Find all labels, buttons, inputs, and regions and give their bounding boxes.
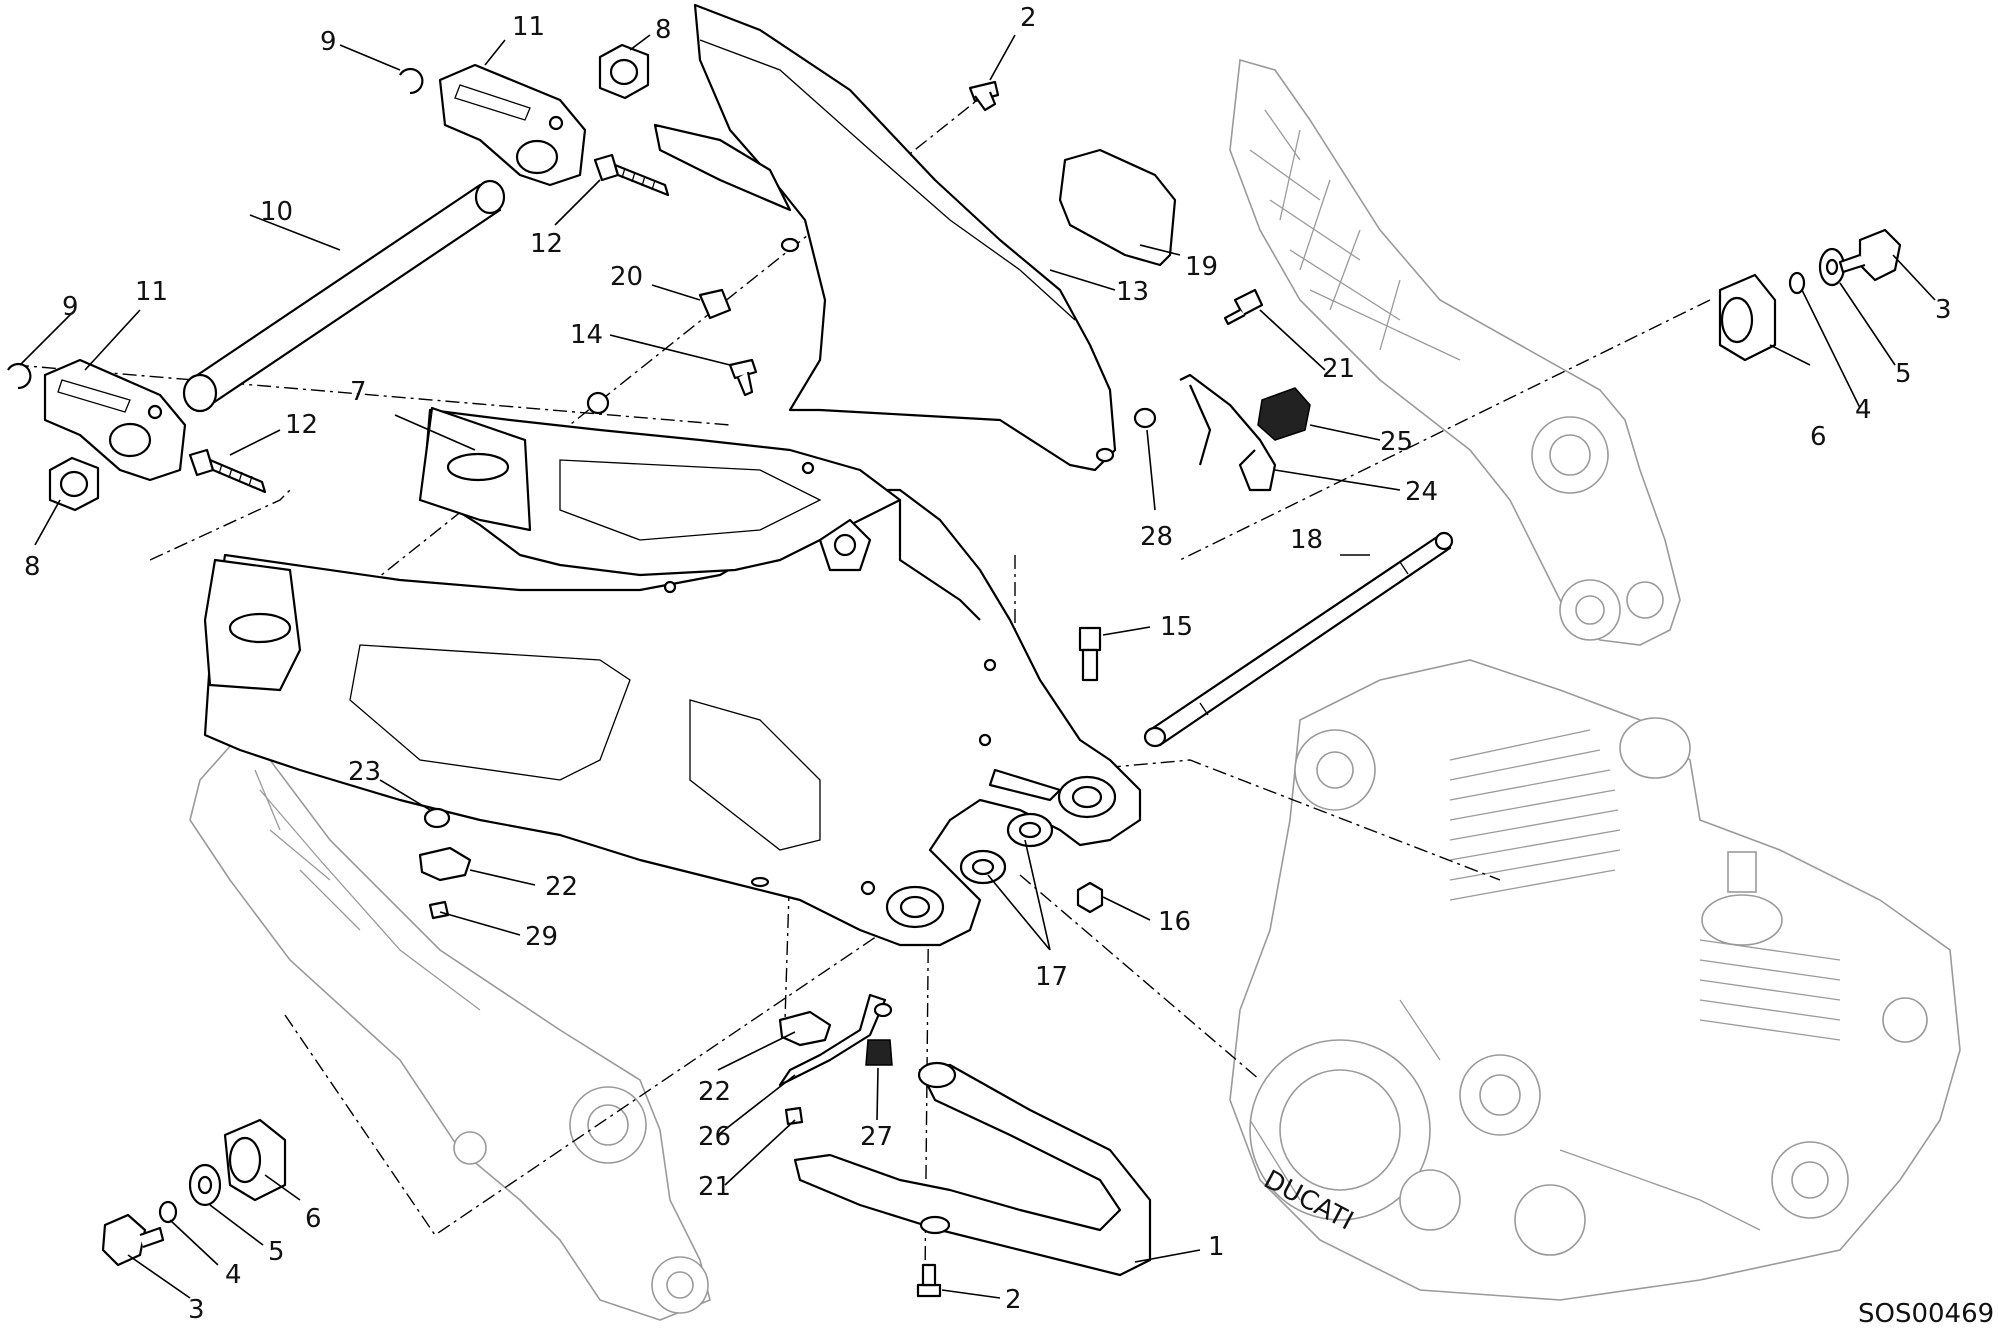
bolt-15 xyxy=(1078,626,1102,682)
callout-9-bottom: 9 xyxy=(62,292,79,322)
clip-nut xyxy=(698,288,732,320)
callout-20: 20 xyxy=(610,262,643,292)
screw-21-bottom xyxy=(784,1106,804,1126)
callout-11-top: 11 xyxy=(512,12,545,42)
plate-holder xyxy=(1058,148,1177,267)
callout-2-bottom: 2 xyxy=(1005,1285,1022,1315)
bracket-26 xyxy=(778,993,893,1087)
callout-8-bottom: 8 xyxy=(24,552,41,582)
adjuster-screw-top xyxy=(593,153,670,197)
callout-12-bottom: 12 xyxy=(285,410,318,440)
callout-7: 7 xyxy=(350,377,367,407)
callout-5-left: 5 xyxy=(268,1237,285,1267)
diagram-code: SOS00469 xyxy=(1858,1299,1994,1329)
swingarm xyxy=(203,391,1142,947)
callout-8-top: 8 xyxy=(655,15,672,45)
screw-14 xyxy=(728,358,758,397)
chain-adjuster-bottom xyxy=(43,358,187,482)
callout-9-top: 9 xyxy=(320,27,337,57)
callout-3-left: 3 xyxy=(188,1295,205,1325)
adjuster-screw-bottom xyxy=(188,448,267,494)
rear-mudguard xyxy=(653,3,1117,472)
spacer-28 xyxy=(1133,407,1157,429)
callout-labels: 2 9 11 8 10 12 20 14 13 19 21 25 24 28 1… xyxy=(24,3,1994,1329)
bushing-left xyxy=(223,1118,287,1202)
bolt-3-right xyxy=(1838,228,1902,282)
bushing-right xyxy=(1718,273,1777,362)
grommet-27 xyxy=(865,1039,893,1066)
callout-1: 1 xyxy=(1208,1232,1225,1262)
callout-4-right: 4 xyxy=(1855,395,1872,425)
callout-22-top: 22 xyxy=(545,872,578,902)
screw-21-top xyxy=(1223,288,1264,326)
spring-24 xyxy=(1179,373,1277,492)
leader-lines xyxy=(19,34,1936,1299)
washers-17 xyxy=(959,812,1054,885)
callout-19: 19 xyxy=(1185,252,1218,282)
chain-adjuster-top xyxy=(438,63,587,187)
washer-5-left xyxy=(188,1163,222,1207)
callout-25: 25 xyxy=(1380,427,1413,457)
callout-6-left: 6 xyxy=(305,1204,322,1234)
screw-bottom xyxy=(916,1263,942,1298)
callout-21-bottom: 21 xyxy=(698,1172,731,1202)
callout-6-right: 6 xyxy=(1810,422,1827,452)
circlip-bottom xyxy=(7,362,32,390)
callout-29: 29 xyxy=(525,922,558,952)
callout-24: 24 xyxy=(1405,477,1438,507)
chain-guard xyxy=(793,1061,1152,1277)
callout-15: 15 xyxy=(1160,612,1193,642)
right-frame-plate xyxy=(1229,58,1681,646)
callout-14: 14 xyxy=(570,320,603,350)
cable-clip-22-bottom xyxy=(778,1010,832,1047)
nut-16 xyxy=(1076,881,1104,914)
washer-4-right xyxy=(1788,271,1806,295)
callout-21-top: 21 xyxy=(1322,354,1355,384)
callout-22-bottom: 22 xyxy=(698,1077,731,1107)
callout-11-bottom: 11 xyxy=(135,277,168,307)
cable-clip-22-top xyxy=(418,846,472,882)
callout-28: 28 xyxy=(1140,522,1173,552)
circlip-top xyxy=(399,67,424,95)
screw-top xyxy=(968,80,1000,112)
pivot-shaft xyxy=(1143,531,1454,748)
rubber-25 xyxy=(1257,387,1311,441)
bolt-3-left xyxy=(101,1213,165,1267)
callout-27: 27 xyxy=(860,1122,893,1152)
callout-26: 26 xyxy=(698,1122,731,1152)
screw-29 xyxy=(428,900,450,920)
callout-10: 10 xyxy=(260,197,293,227)
wheel-spindle xyxy=(182,179,506,413)
nut-top xyxy=(598,43,650,100)
callout-13: 13 xyxy=(1116,277,1149,307)
spacer-23 xyxy=(423,807,451,829)
callout-2-top: 2 xyxy=(1020,3,1037,33)
callout-17: 17 xyxy=(1035,962,1068,992)
callout-16: 16 xyxy=(1158,907,1191,937)
engine xyxy=(1229,659,1961,1301)
callout-5-right: 5 xyxy=(1895,359,1912,389)
washer-4-left xyxy=(158,1200,178,1224)
callout-18: 18 xyxy=(1290,525,1323,555)
callout-4-left: 4 xyxy=(225,1260,242,1290)
callout-3-right: 3 xyxy=(1935,295,1952,325)
callout-23: 23 xyxy=(348,757,381,787)
callout-12-top: 12 xyxy=(530,229,563,259)
nut-bottom xyxy=(48,456,100,512)
